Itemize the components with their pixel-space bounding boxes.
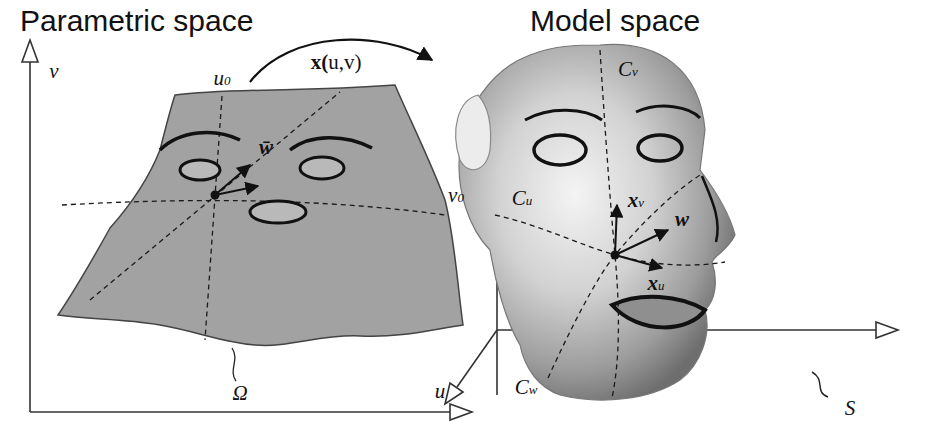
flattened-face xyxy=(160,133,372,223)
panel-heading: Parametric space xyxy=(20,4,253,37)
surface-curves xyxy=(495,50,725,398)
curve-label: Cv xyxy=(618,58,638,81)
mapping-label: x(u,v) xyxy=(311,51,362,74)
curve-label: Cu xyxy=(512,187,533,210)
domain-leader xyxy=(232,348,236,381)
parameter-vectors xyxy=(215,165,258,195)
panel-heading: Model space xyxy=(530,4,700,37)
head-surface xyxy=(459,44,735,400)
axis-label: u xyxy=(435,380,446,403)
face-features xyxy=(525,106,718,327)
parameter-point xyxy=(211,191,220,200)
parametric-axes xyxy=(22,40,472,420)
axis-label: v xyxy=(49,60,58,83)
domain-label: Ω xyxy=(232,382,247,405)
coordinate-label: u0 xyxy=(214,67,231,90)
surface-label: S xyxy=(845,397,856,420)
vector-label: w xyxy=(675,208,689,231)
vector-label: xu xyxy=(648,272,665,295)
vector-label: xv xyxy=(628,189,644,212)
vector-label: w̄ xyxy=(259,136,273,159)
parameter-lines xyxy=(62,92,445,340)
surface-point xyxy=(611,251,620,260)
ear xyxy=(456,95,491,170)
mapping-arrow xyxy=(250,40,432,82)
coordinate-label: v0 xyxy=(448,184,464,207)
surface-leader xyxy=(812,372,828,397)
tangent-vectors xyxy=(615,205,668,268)
curve-label: Cw xyxy=(515,376,538,399)
parameter-domain xyxy=(58,85,463,345)
